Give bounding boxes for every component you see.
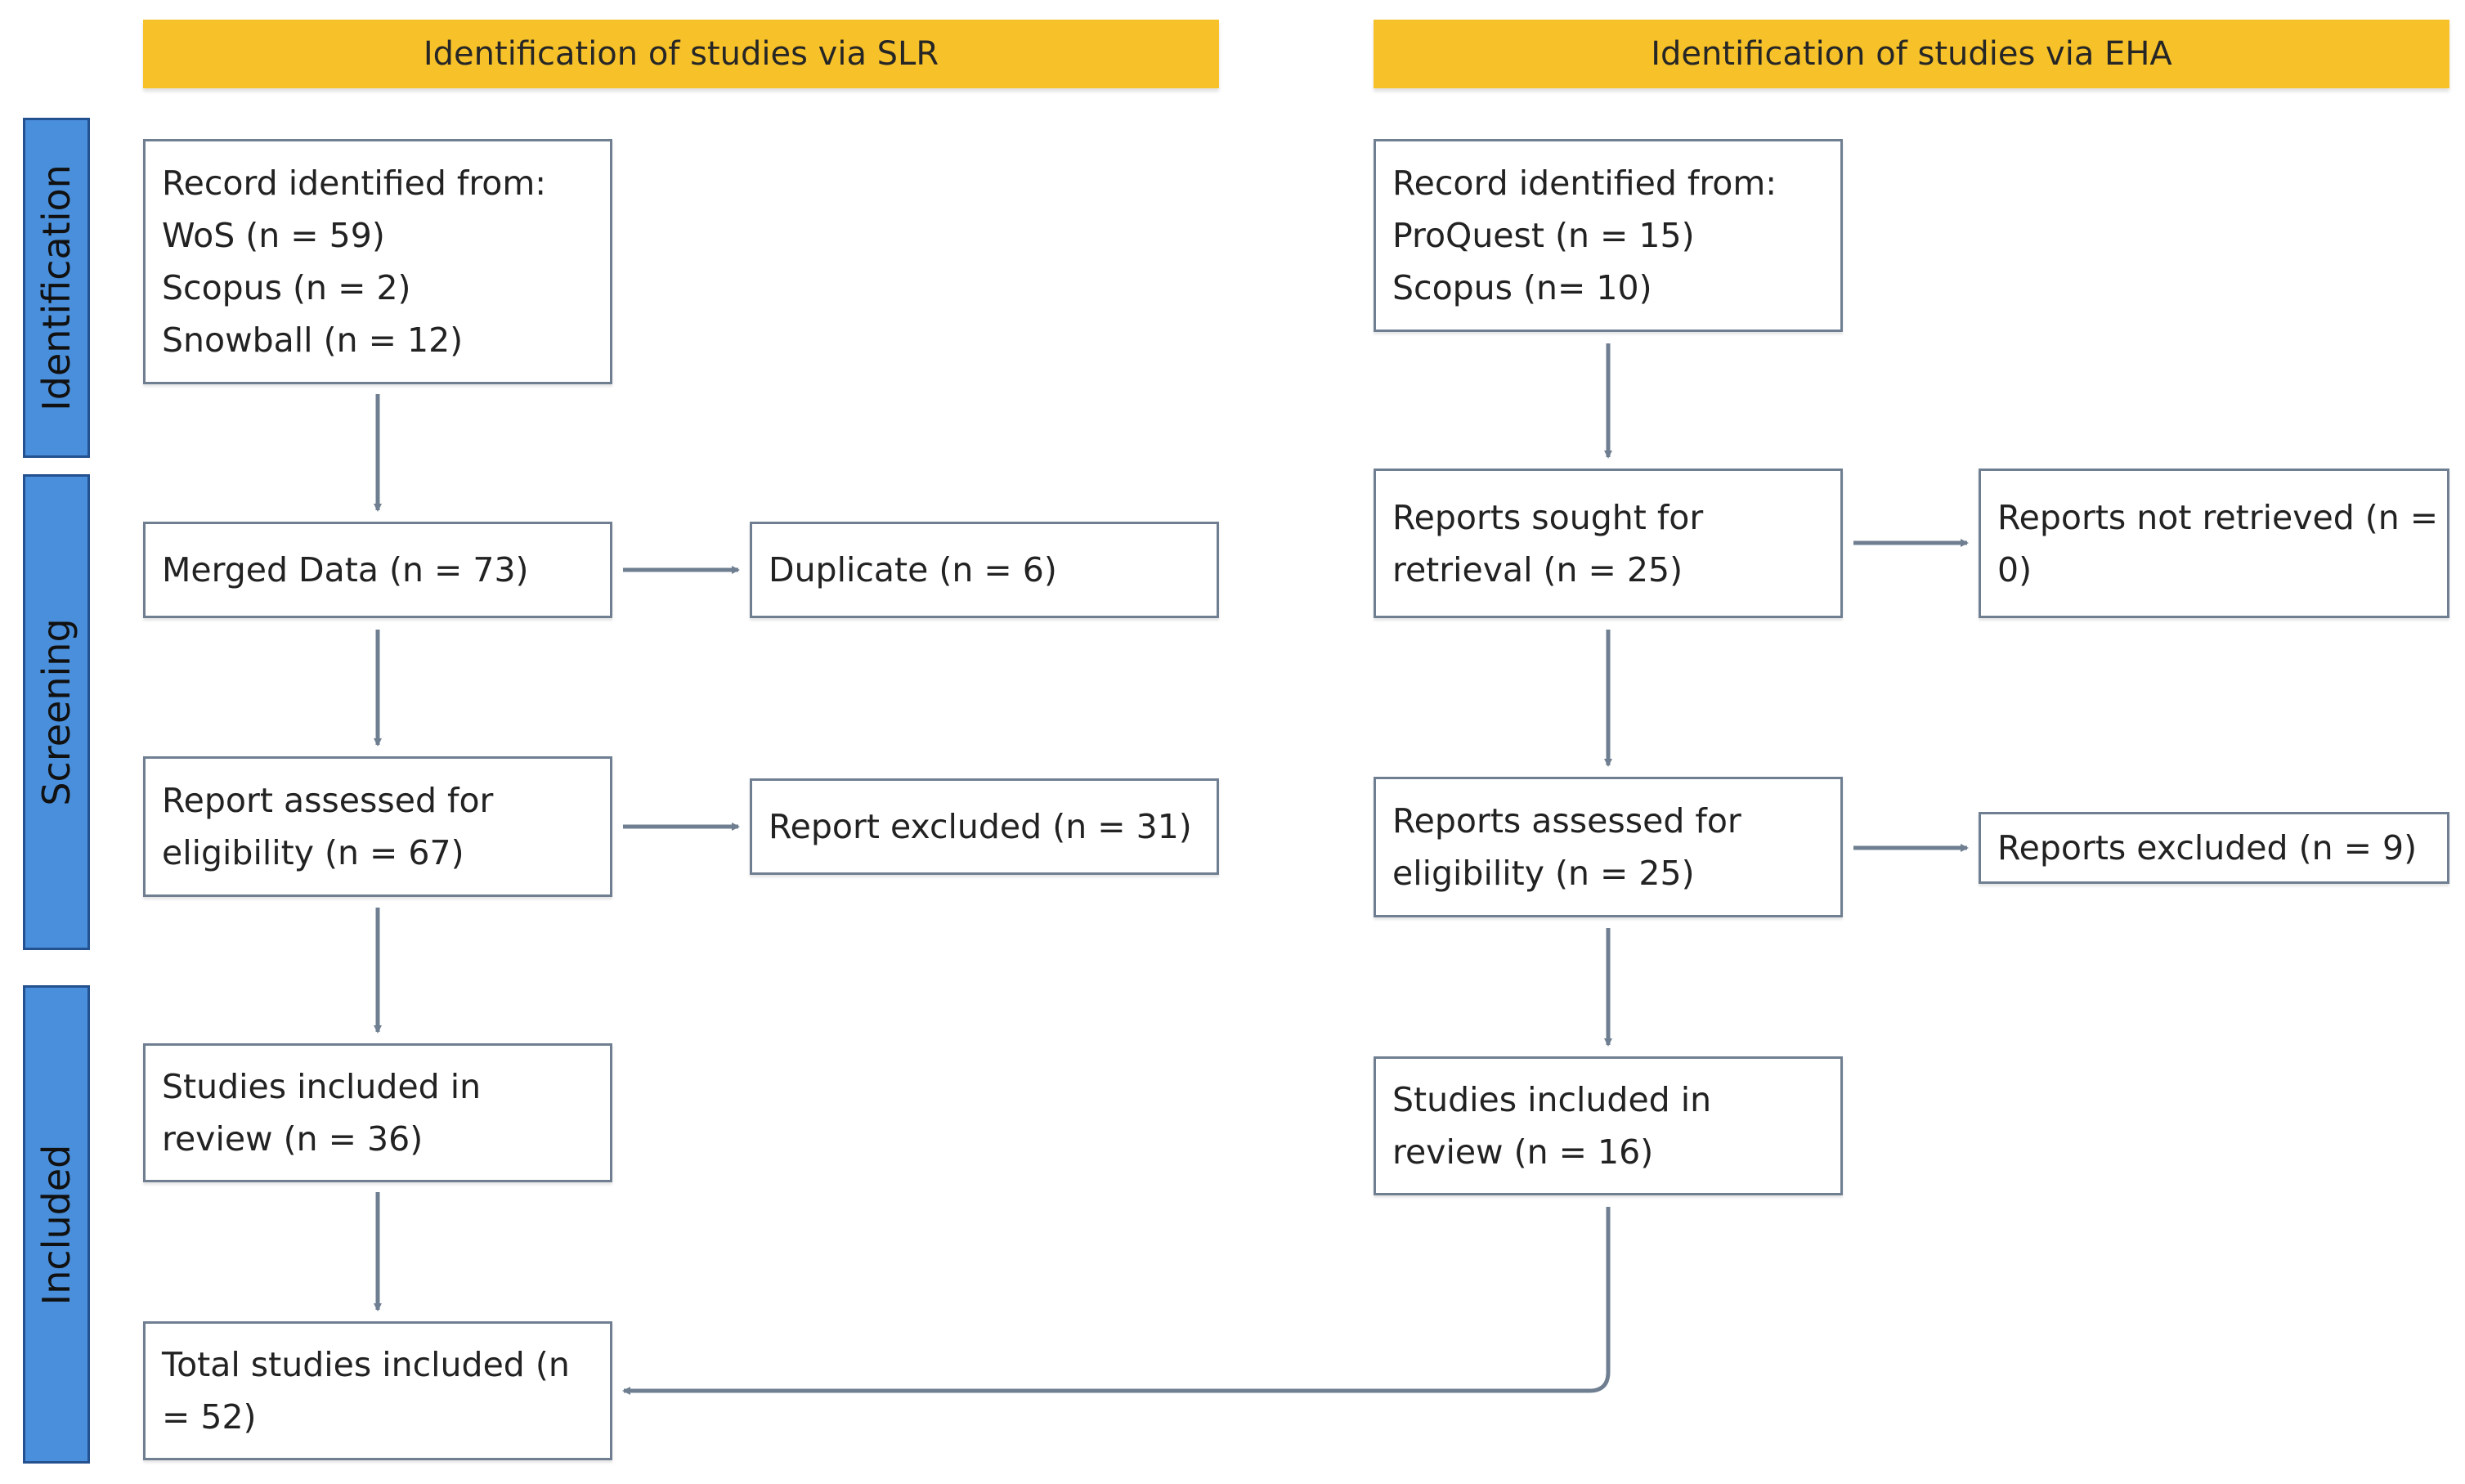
eha-assessed-line: Reports assessed for [1392,801,1741,841]
slr-records-line: Scopus (n = 2) [162,268,411,307]
slr-total-line: = 52) [162,1397,257,1437]
slr-included-box: Studies included in review (n = 36) [143,1043,612,1182]
arrow-eha-included-to-total [622,1207,1611,1395]
slr-merged-text: Merged Data (n = 73) [162,550,529,590]
slr-included-line: review (n = 36) [162,1119,424,1159]
eha-included-line: Studies included in [1392,1080,1712,1119]
eha-assessed-line: eligibility (n = 25) [1392,854,1695,893]
slr-records-line: WoS (n = 59) [162,216,385,255]
eha-excluded-box: Reports excluded (n = 9) [1979,812,2449,884]
eha-records-line: ProQuest (n = 15) [1392,216,1695,255]
slr-assessed-line: Report assessed for [162,781,494,820]
slr-total-box: Total studies included (n = 52) [143,1321,612,1460]
slr-duplicate-text: Duplicate (n = 6) [769,550,1057,590]
eha-header: Identification of studies via EHA [1374,20,2449,88]
slr-excluded-text: Report excluded (n = 31) [769,807,1192,846]
eha-excluded-text: Reports excluded (n = 9) [1997,828,2418,868]
slr-records-box: Record identified from: WoS (n = 59) Sco… [143,139,612,384]
eha-records-line: Record identified from: [1392,164,1777,203]
slr-total-line: Total studies included (n [162,1345,570,1384]
eha-included-line: review (n = 16) [1392,1132,1654,1172]
eha-sought-box: Reports sought for retrieval (n = 25) [1374,469,1843,618]
slr-assessed-box: Report assessed for eligibility (n = 67) [143,756,612,897]
eha-sought-line: retrieval (n = 25) [1392,549,1683,590]
eha-sought-line: Reports sought for [1392,497,1704,537]
slr-duplicate-box: Duplicate (n = 6) [750,522,1219,618]
slr-records-line: Record identified from: [162,164,547,203]
slr-header: Identification of studies via SLR [143,20,1219,88]
phase-identification: Identification [23,118,90,458]
eha-not-retrieved-line: Reports not retrieved (n = [1997,497,2439,537]
eha-records-box: Record identified from: ProQuest (n = 15… [1374,139,1843,332]
eha-included-box: Studies included in review (n = 16) [1374,1056,1843,1195]
eha-not-retrieved-box: Reports not retrieved (n = 0) [1979,469,2449,618]
phase-screening: Screening [23,474,90,950]
slr-merged-box: Merged Data (n = 73) [143,522,612,618]
eha-assessed-box: Reports assessed for eligibility (n = 25… [1374,777,1843,917]
phase-included: Included [23,985,90,1464]
slr-records-line: Snowball (n = 12) [162,321,464,360]
eha-not-retrieved-line: 0) [1997,549,2033,590]
slr-assessed-line: eligibility (n = 67) [162,833,464,872]
slr-excluded-box: Report excluded (n = 31) [750,778,1219,875]
slr-included-line: Studies included in [162,1067,482,1106]
eha-records-line: Scopus (n= 10) [1392,268,1652,307]
